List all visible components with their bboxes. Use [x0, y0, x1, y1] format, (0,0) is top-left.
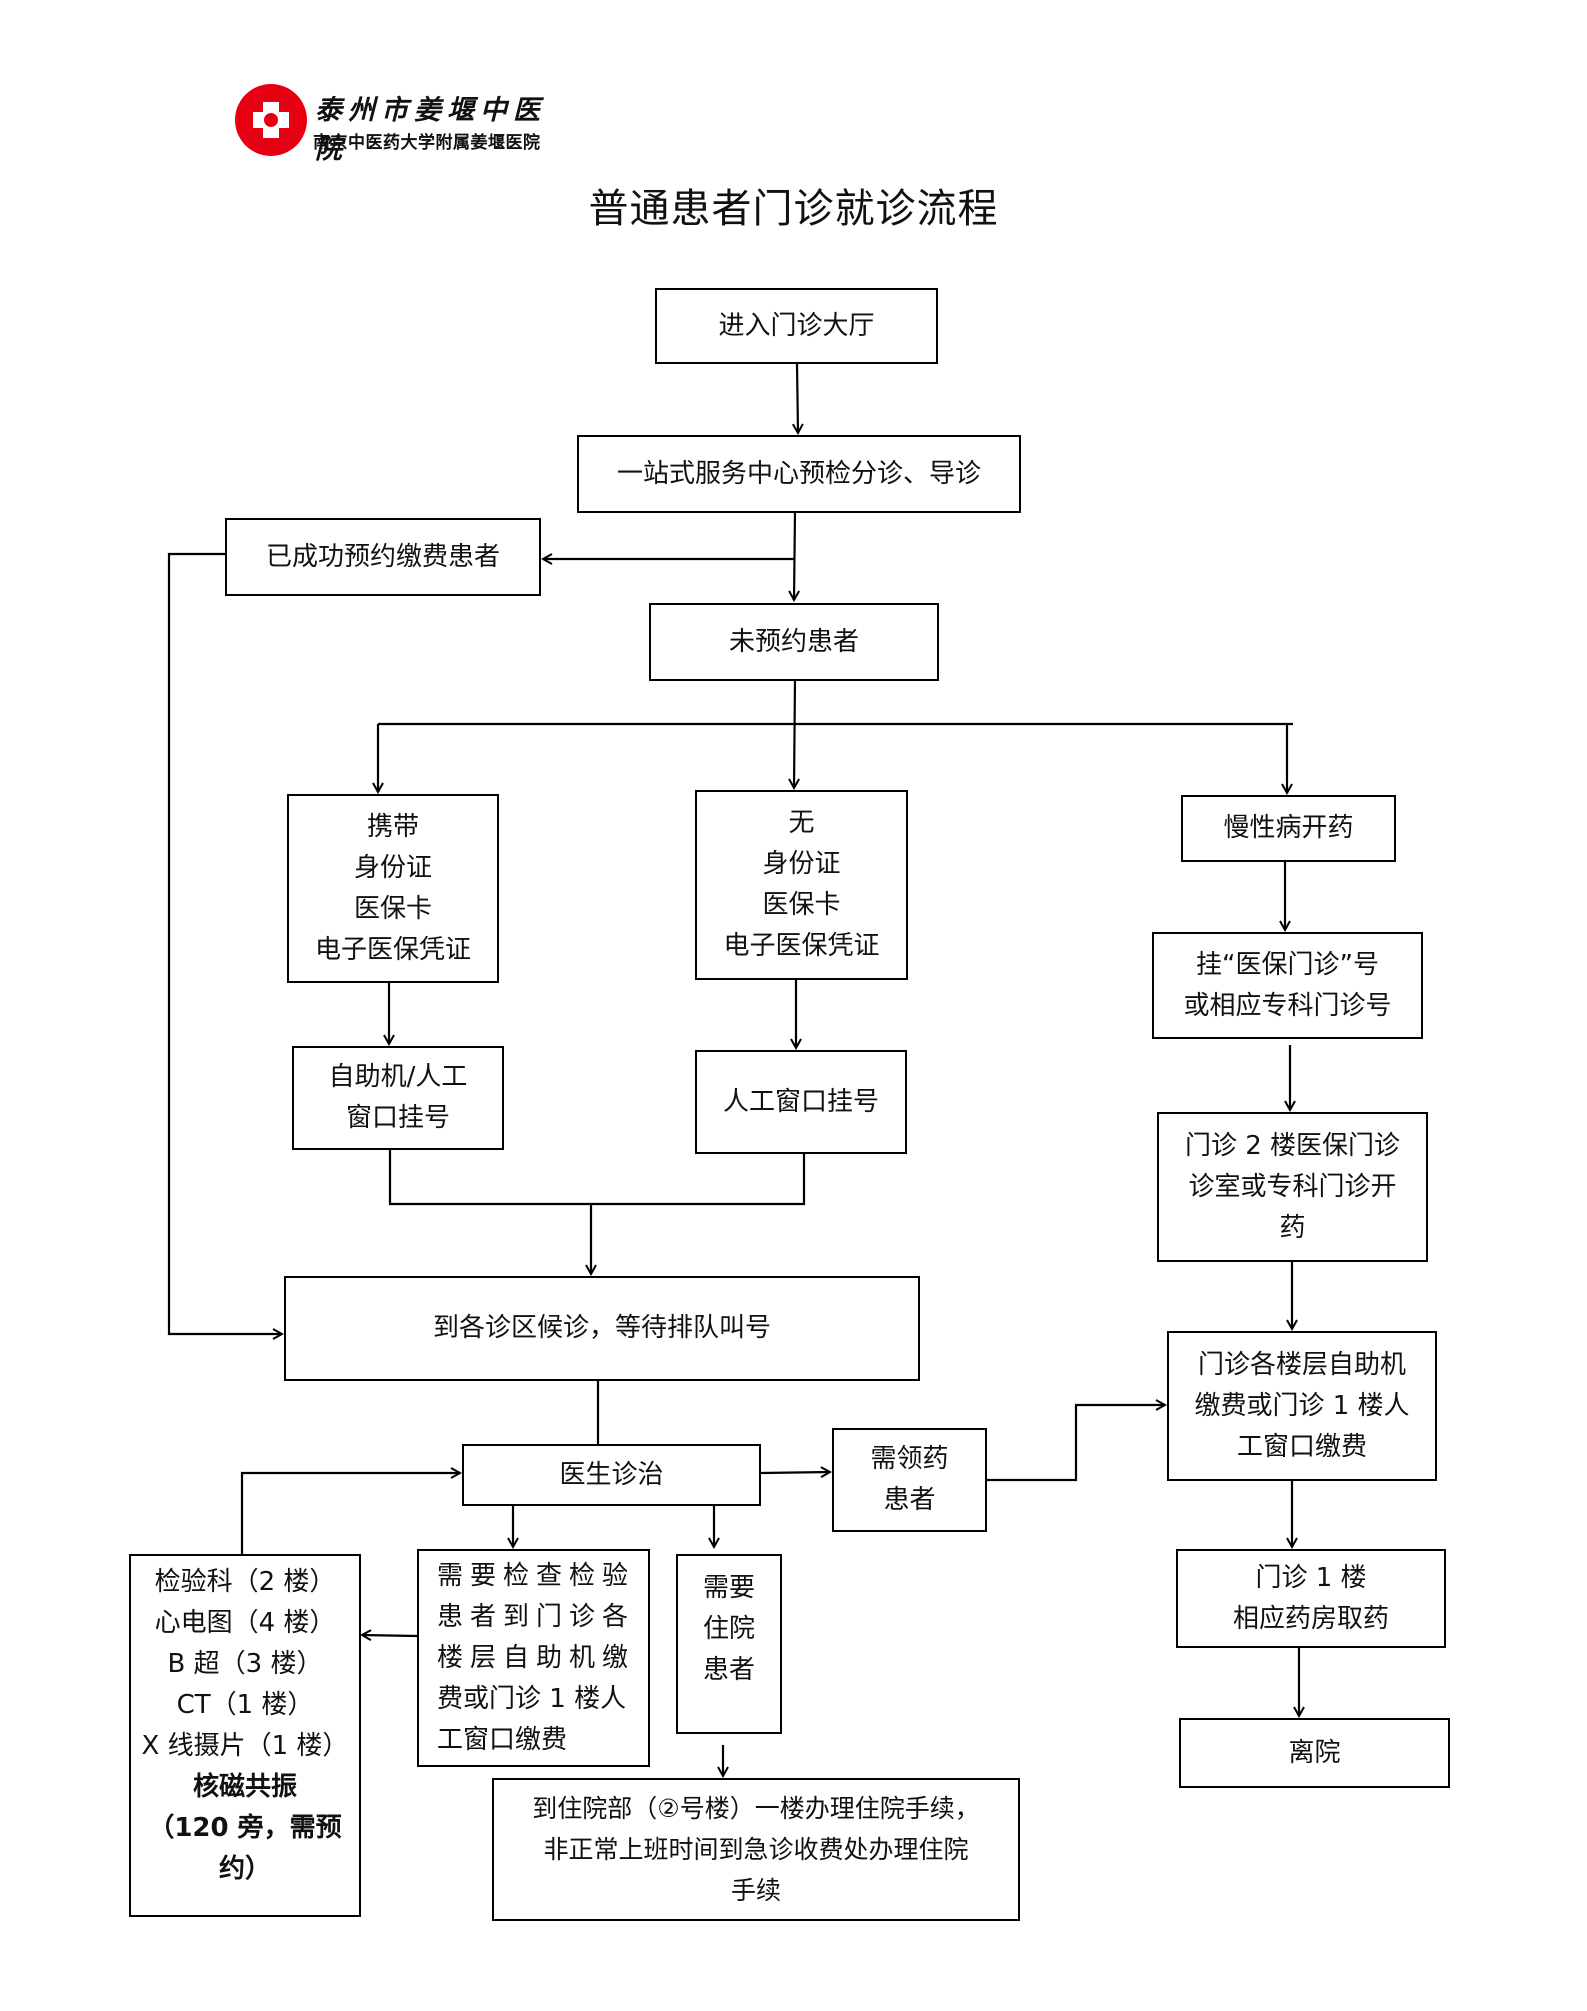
node-need-hospitalization: 需要 住院 患者	[676, 1554, 782, 1734]
node-text: 非正常上班时间到急诊收费处办理住院	[543, 1835, 969, 1864]
line-prepaid-loop	[167, 552, 282, 1334]
node-doctor-consultation: 医生诊治	[462, 1444, 761, 1506]
arrow-hall-to-onestop	[797, 362, 798, 433]
node-need-medicine: 需领药 患者	[832, 1428, 987, 1532]
arrow-need-exam-to-depts	[362, 1635, 418, 1636]
node-text: 电子医保凭证	[723, 931, 880, 961]
node-text: 门诊各楼层自助机	[1197, 1349, 1406, 1380]
node-text: 携带	[366, 811, 419, 842]
node-text: X 线摄片（1 楼）	[141, 1731, 349, 1761]
node-text: 身份证	[353, 852, 432, 883]
node-text: 药	[1279, 1212, 1306, 1243]
node-text: 需要	[702, 1573, 755, 1603]
line-unbooked-down	[794, 679, 795, 788]
hospital-logo: 泰州市姜堰中医院 南京中医药大学附属姜堰医院	[235, 84, 555, 165]
node-text: CT（1 楼）	[176, 1690, 314, 1720]
node-text: 需要检查检验	[437, 1560, 636, 1591]
node-text: 患者到门诊各	[437, 1601, 636, 1632]
line-merge-registers	[388, 1149, 806, 1206]
node-text-bold: （120 旁，需预	[148, 1813, 342, 1843]
node-text: 心电图（4 楼）	[154, 1608, 336, 1638]
arrow-exam-to-doctor	[240, 1473, 460, 1554]
node-self-register: 自助机/人工 窗口挂号	[292, 1046, 504, 1150]
node-text: 需领药	[870, 1444, 949, 1474]
node-unbooked-patients: 未预约患者	[649, 603, 939, 681]
node-text: 人工窗口挂号	[722, 1086, 879, 1117]
node-text-bold: 核磁共振	[192, 1772, 297, 1802]
node-text: 工窗口缴费	[437, 1724, 568, 1755]
node-text: 住院	[702, 1614, 755, 1644]
node-text: 手续	[730, 1876, 781, 1905]
node-leave-hospital: 离院	[1179, 1718, 1450, 1788]
hospital-affiliation: 南京中医药大学附属姜堰医院	[313, 133, 541, 153]
hospital-name: 泰州市姜堰中医院	[315, 95, 546, 165]
node-text: 或相应专科门诊号	[1183, 990, 1392, 1021]
arrow-doctor-to-medicine	[759, 1472, 830, 1473]
node-pharmacy: 门诊 1 楼 相应药房取药	[1176, 1549, 1446, 1648]
node-insurance-clinic: 门诊 2 楼医保门诊 诊室或专科门诊开 药	[1157, 1112, 1428, 1262]
node-prepaid-patients: 已成功预约缴费患者	[225, 518, 541, 596]
red-cross-emblem-icon	[235, 84, 307, 156]
node-text: 到各诊区候诊，等待排队叫号	[432, 1313, 771, 1343]
node-text: 到住院部（②号楼）一楼办理住院手续，	[532, 1794, 980, 1823]
node-text: 缴费或门诊 1 楼人	[1194, 1390, 1410, 1421]
node-need-exam: 需要检查检验 患者到门诊各 楼层自助机缴 费或门诊 1 楼人 工窗口缴费	[417, 1549, 650, 1767]
node-text: 无	[788, 808, 815, 838]
node-text: 诊室或专科门诊开	[1188, 1171, 1397, 1202]
node-text: B 超（3 楼）	[167, 1649, 323, 1679]
node-text: 窗口挂号	[345, 1103, 450, 1133]
node-exam-departments: 检验科（2 楼） 心电图（4 楼） B 超（3 楼） CT（1 楼） X 线摄片…	[129, 1554, 361, 1917]
node-enter-hall: 进入门诊大厅	[655, 288, 938, 364]
node-text: 楼层自助机缴	[437, 1642, 636, 1673]
node-with-id: 携带 身份证 医保卡 电子医保凭证	[287, 794, 499, 983]
node-text: 工窗口缴费	[1236, 1431, 1367, 1462]
node-text: 一站式服务中心预检分诊、导诊	[616, 458, 981, 489]
page-title: 普通患者门诊就诊流程	[588, 186, 999, 232]
node-chronic-medication: 慢性病开药	[1181, 795, 1396, 862]
node-text: 已成功预约缴费患者	[265, 541, 500, 572]
node-text: 费或门诊 1 楼人	[437, 1683, 627, 1714]
node-text: 身份证	[762, 849, 841, 879]
node-text: 慢性病开药	[1223, 813, 1354, 843]
node-text: 医生诊治	[559, 1459, 664, 1490]
node-text: 医保卡	[353, 893, 432, 924]
node-text: 医保卡	[762, 890, 841, 920]
line-onestop-down	[794, 511, 795, 600]
node-waiting-area: 到各诊区候诊，等待排队叫号	[284, 1276, 920, 1381]
node-admission: 到住院部（②号楼）一楼办理住院手续， 非正常上班时间到急诊收费处办理住院 手续	[492, 1778, 1020, 1921]
node-payment: 门诊各楼层自助机 缴费或门诊 1 楼人 工窗口缴费	[1167, 1331, 1437, 1481]
node-text: 进入门诊大厅	[718, 310, 875, 341]
node-text: 患者	[702, 1655, 755, 1685]
node-without-id: 无 身份证 医保卡 电子医保凭证	[695, 790, 908, 980]
node-text: 离院	[1288, 1737, 1341, 1768]
node-text: 自助机/人工	[328, 1062, 468, 1092]
node-manual-register: 人工窗口挂号	[695, 1050, 907, 1154]
node-text: 挂“医保门诊”号	[1196, 949, 1379, 980]
node-text: 相应药房取药	[1232, 1603, 1389, 1634]
node-text-bold: 约）	[218, 1854, 271, 1884]
node-text: 检验科（2 楼）	[154, 1567, 336, 1597]
node-text: 门诊 1 楼	[1255, 1562, 1367, 1593]
node-text: 患者	[883, 1485, 936, 1515]
arrow-medicine-to-payment	[986, 1405, 1165, 1482]
node-text: 门诊 2 楼医保门诊	[1184, 1130, 1401, 1161]
node-text: 电子医保凭证	[314, 934, 471, 965]
node-one-stop-service: 一站式服务中心预检分诊、导诊	[577, 435, 1021, 513]
node-register-insurance: 挂“医保门诊”号 或相应专科门诊号	[1152, 932, 1423, 1039]
node-text: 未预约患者	[728, 626, 859, 657]
